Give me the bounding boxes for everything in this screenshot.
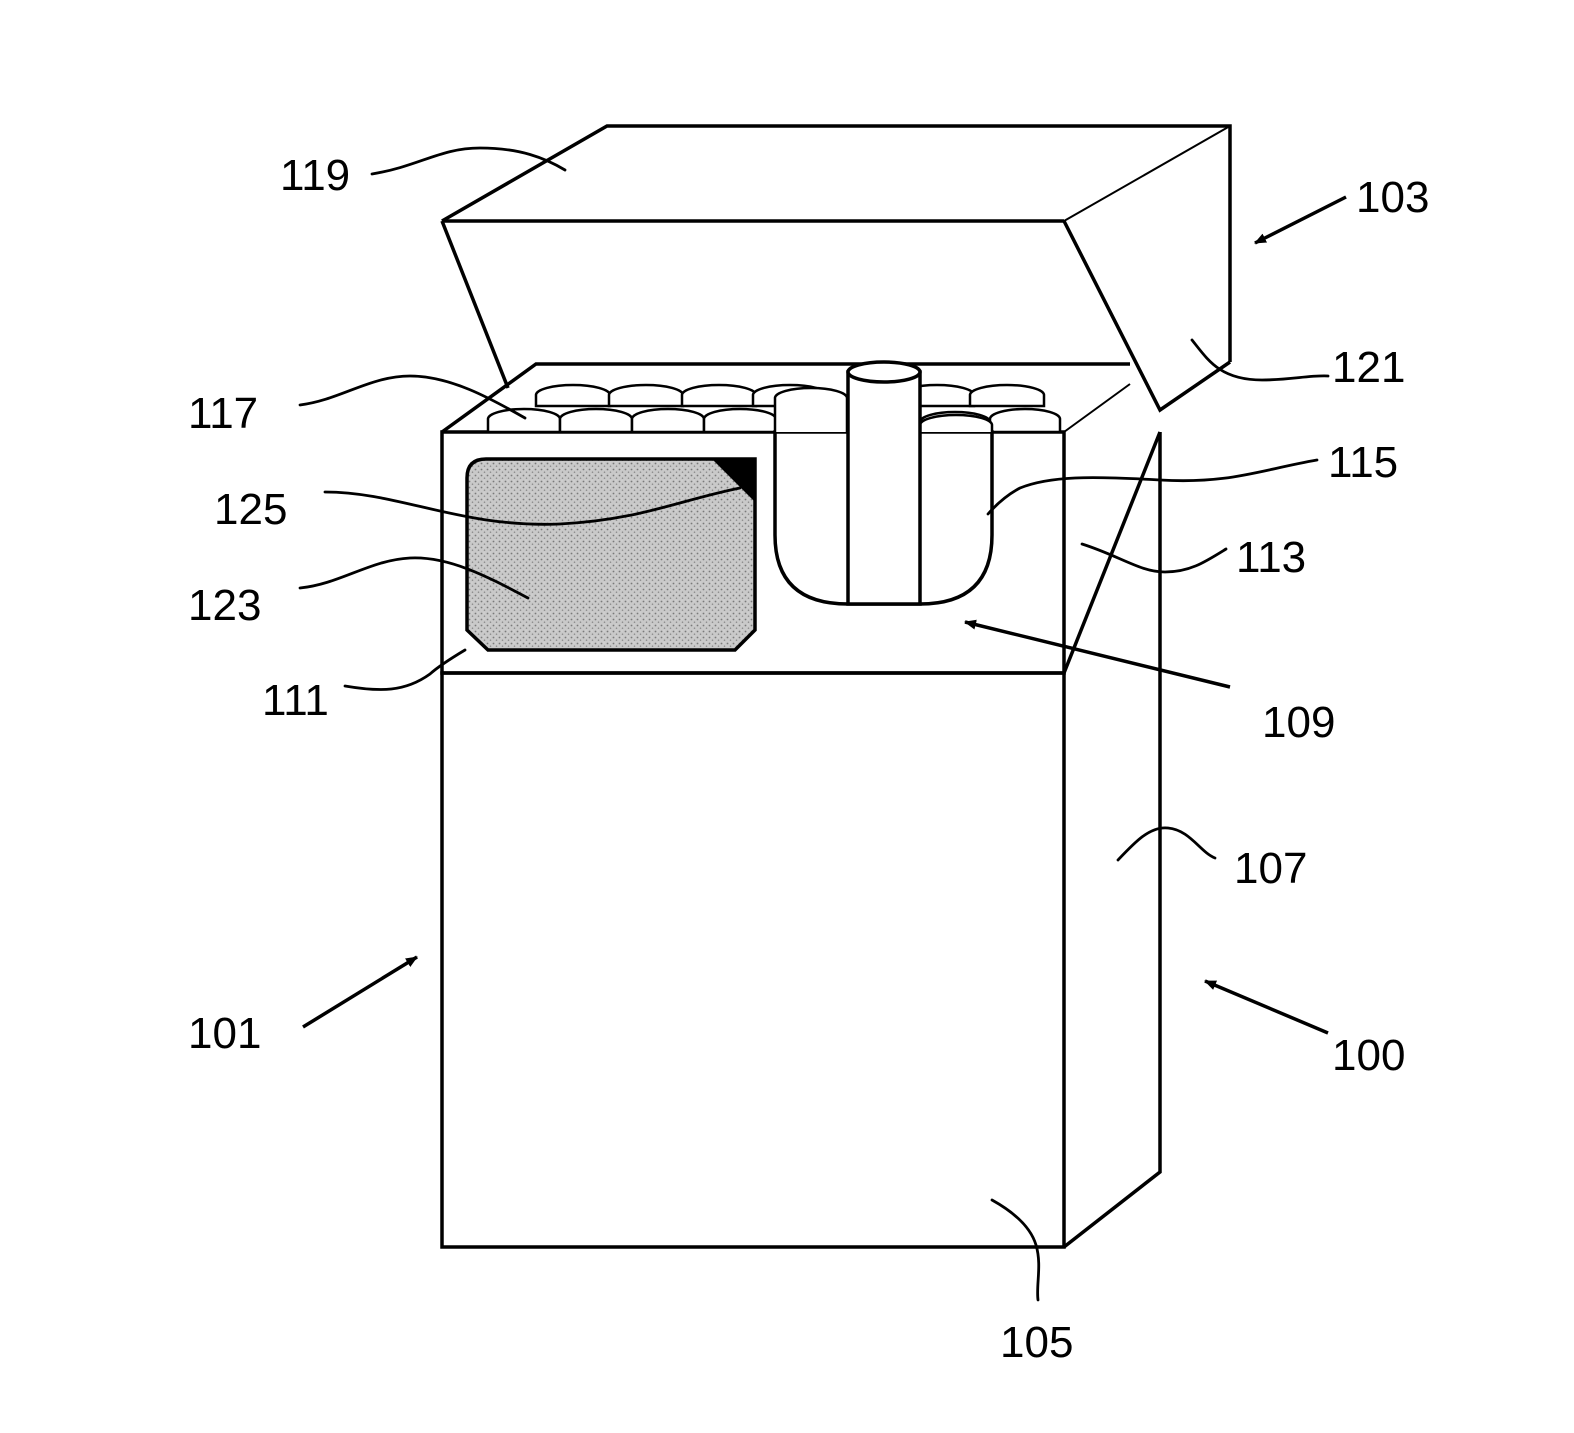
- ref-115: 115: [1328, 438, 1398, 487]
- cigarette-in-cutout: [920, 415, 992, 432]
- ref-100: 100: [1332, 1031, 1405, 1080]
- leader-113: [1082, 544, 1226, 572]
- ref-119: 119: [280, 151, 350, 200]
- leader-107: [1118, 828, 1215, 860]
- ref-105: 105: [1000, 1318, 1073, 1367]
- inner-frame-top-right: [1064, 384, 1130, 432]
- arrow-101: [303, 957, 417, 1027]
- arrow-109: [965, 622, 1230, 687]
- cigarette-end: [682, 385, 756, 406]
- arrow-100: [1205, 981, 1328, 1033]
- reference-numerals: 119 103 121 117 115 125 113 123 111 109 …: [188, 151, 1429, 1367]
- lid-top-back: [442, 126, 1230, 362]
- cigarette-end: [609, 385, 683, 406]
- raised-cigarette-end: [848, 362, 920, 382]
- ref-111: 111: [262, 676, 329, 725]
- lid-top-diagonal: [1064, 126, 1230, 221]
- leader-105: [992, 1200, 1039, 1300]
- ref-109: 109: [1262, 698, 1335, 747]
- cigarette-end: [990, 409, 1060, 432]
- leader-115: [988, 460, 1317, 514]
- lid-left-edge: [442, 221, 508, 388]
- lid-right-edge: [1064, 221, 1230, 410]
- ref-107: 107: [1234, 844, 1307, 893]
- ref-113: 113: [1236, 533, 1306, 582]
- arrows: [303, 197, 1346, 1033]
- cigarette-end: [704, 409, 776, 432]
- side-fold-line: [1064, 432, 1160, 673]
- front-panel-lower: [442, 673, 1064, 1247]
- cigarette-in-cutout: [775, 388, 847, 432]
- ref-117: 117: [188, 389, 258, 438]
- lead-lines: [300, 148, 1328, 1300]
- label: [467, 459, 755, 650]
- cigarette-end: [632, 409, 704, 432]
- ref-125: 125: [214, 485, 287, 534]
- ref-123: 123: [188, 581, 261, 630]
- cigarette-end: [536, 385, 610, 406]
- ref-121: 121: [1332, 343, 1405, 392]
- leader-111: [345, 650, 465, 690]
- ref-101: 101: [188, 1009, 261, 1058]
- cigarette-end: [970, 385, 1044, 406]
- cigarette-end: [560, 409, 632, 432]
- ref-103: 103: [1356, 173, 1429, 222]
- leader-119: [372, 148, 565, 174]
- cigarette-end: [488, 409, 560, 432]
- label-body: [467, 459, 755, 650]
- arrow-103: [1255, 197, 1346, 243]
- raised-cigarette-body: [848, 372, 920, 604]
